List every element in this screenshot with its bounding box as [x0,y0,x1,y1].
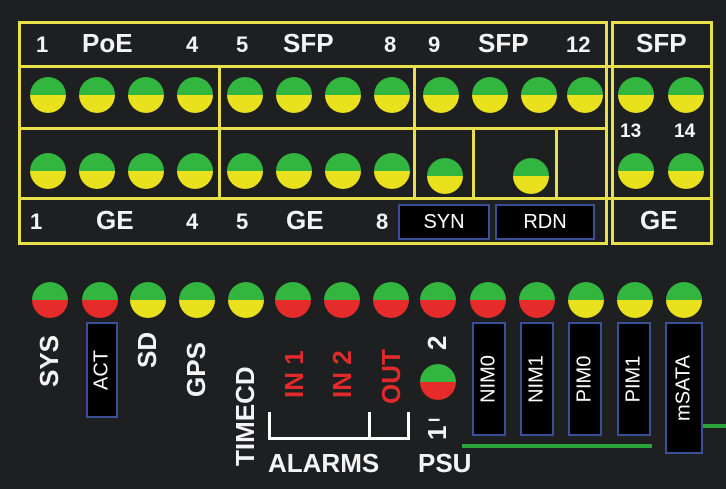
led-act [82,282,118,318]
led-msata [666,282,702,318]
in1-label: IN 1 [279,350,309,398]
frame-divider [218,65,221,200]
ge-label-3: GE [640,205,678,235]
led-sfp-10 [472,77,508,113]
pim1-label-box: PIM1 [617,322,651,436]
act-label: ACT [90,350,113,390]
ge-label-2: GE [286,205,324,235]
frame-divider [18,127,608,130]
led-sfp-14-top [668,77,704,113]
led-nim1 [519,282,555,318]
port-label-9: 9 [428,32,441,57]
act-label-box: ACT [86,322,118,418]
nim1-label-box: NIM1 [520,322,554,436]
led-sfp-8-top [374,77,410,113]
led-psu-2 [420,282,456,318]
sfp-label-1: SFP [283,28,334,58]
sd-label: SD [132,331,162,368]
port-label-1: 1 [36,32,49,57]
port-label-5: 5 [236,32,249,57]
alarms-bracket [268,412,410,440]
port-frame-main [18,21,608,245]
psu-2-label: 2 [422,335,452,350]
msata-label: mSATA [672,355,695,421]
led-sfp-9 [423,77,459,113]
led-ge-5 [227,153,263,189]
led-ge-3 [128,153,164,189]
nim0-label: NIM0 [477,355,500,403]
led-nim0 [470,282,506,318]
led-sd [130,282,166,318]
led-ge-6 [276,153,312,189]
alarms-label: ALARMS [268,448,380,478]
led-in1 [275,282,311,318]
led-sfp-5-top [227,77,263,113]
port-label-8: 8 [384,32,397,57]
ge-port-label-4: 4 [186,209,199,234]
port-label-4: 4 [186,32,199,57]
led-sfp-13-bottom [618,153,654,189]
led-psu-1 [420,364,456,400]
poe-label: PoE [82,28,133,58]
led-ge-7 [325,153,361,189]
led-poe-4-top [177,77,213,113]
led-syn [427,158,463,194]
led-ge-1 [30,153,66,189]
led-poe-2-top [79,77,115,113]
led-sfp-6-top [276,77,312,113]
frame-divider [472,130,475,200]
port-label-13: 13 [620,121,642,142]
led-pim1 [617,282,653,318]
rdn-label: RDN [495,204,595,240]
in2-label: IN 2 [327,350,357,398]
sfp-label-2: SFP [478,28,529,58]
frame-divider [555,130,558,200]
led-sfp-13-top [618,77,654,113]
frame-divider [18,65,713,68]
out-label: OUT [376,349,406,404]
led-sfp-12 [567,77,603,113]
psu-1-dash: – [428,406,441,431]
nim1-label: NIM1 [525,355,548,403]
led-out [373,282,409,318]
led-timecd [228,282,264,318]
msata-label-box: mSATA [665,322,703,454]
led-gps [179,282,215,318]
led-rdn [513,158,549,194]
alarms-bracket-tick [368,412,371,440]
frame-divider [413,65,416,200]
ge-label-1: GE [96,205,134,235]
pim0-label-box: PIM0 [568,322,602,436]
pim1-label: PIM1 [622,355,645,403]
ge-port-label-8: 8 [376,209,389,234]
gps-label: GPS [181,342,211,397]
led-sfp-11 [521,77,557,113]
port-label-12: 12 [566,32,591,57]
nim0-label-box: NIM0 [472,322,506,436]
sfp-label-3: SFP [636,28,687,58]
led-sys [32,282,68,318]
led-in2 [324,282,360,318]
led-sfp-14-bottom [668,153,704,189]
green-trace [462,444,652,448]
green-trace [703,424,726,428]
syn-label: SYN [398,204,490,240]
led-ge-2 [79,153,115,189]
led-pim0 [568,282,604,318]
sys-label: SYS [34,334,64,387]
led-poe-1-top [30,77,66,113]
psu-label: PSU [418,448,472,478]
port-label-14: 14 [674,121,696,142]
pim0-label: PIM0 [573,355,596,403]
ge-port-label-1: 1 [30,209,43,234]
led-poe-3-top [128,77,164,113]
led-ge-8 [374,153,410,189]
frame-divider [18,197,713,200]
timecd-label: TIMECD [230,366,260,466]
led-sfp-7-top [325,77,361,113]
port-frame-sfp-right [611,21,713,245]
ge-port-label-5: 5 [236,209,249,234]
led-ge-4 [177,153,213,189]
